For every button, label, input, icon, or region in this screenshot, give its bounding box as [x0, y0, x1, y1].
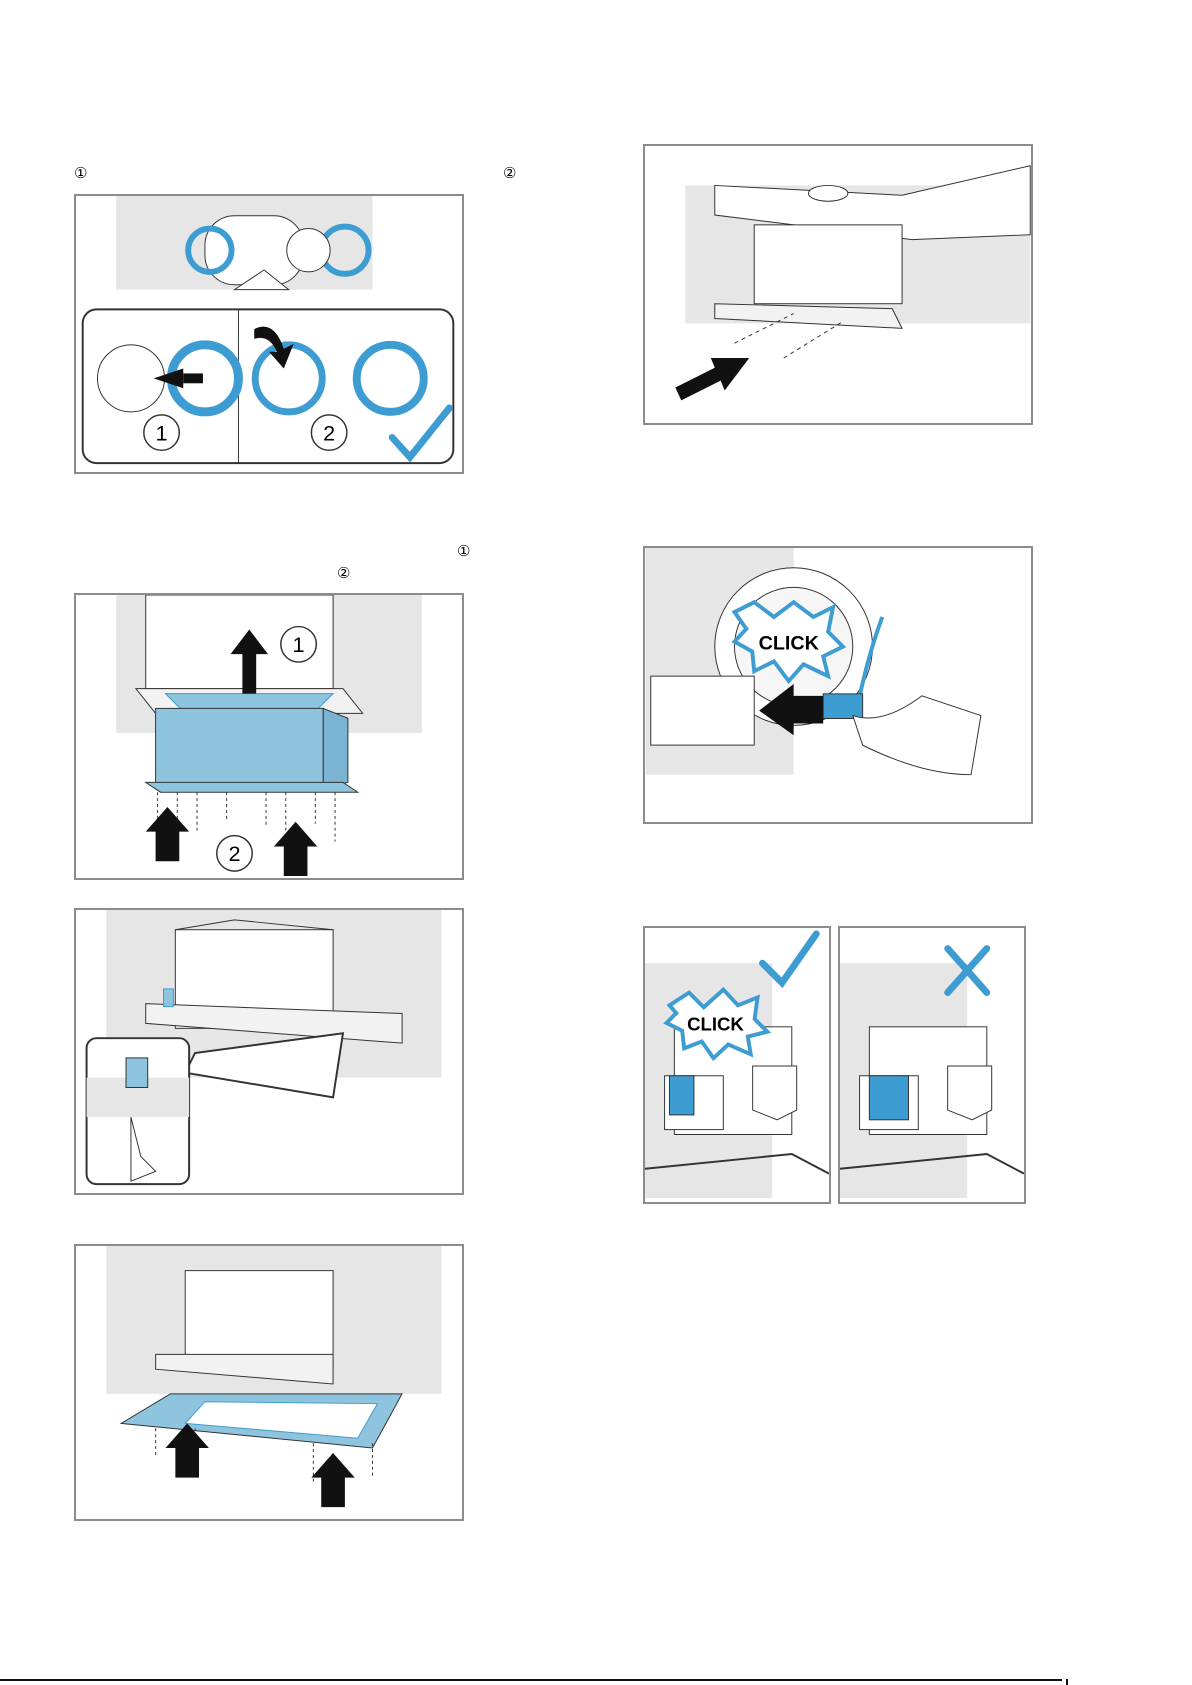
click-label: CLICK: [687, 1014, 744, 1035]
illustration: CLICK: [645, 548, 1031, 822]
step-marker-2: ②: [503, 166, 516, 181]
illustration: [840, 928, 1024, 1202]
illustration: [76, 1246, 462, 1519]
figure-duct-ring-install: 1 2: [74, 194, 464, 474]
figure-screw-front-panel: [643, 144, 1033, 425]
figure-connect-plug: CLICK: [643, 546, 1033, 824]
click-label: CLICK: [759, 633, 820, 655]
badge-2: 2: [228, 841, 240, 866]
step-marker-2: ②: [337, 566, 350, 581]
footer-tick: [1066, 1679, 1068, 1685]
illustration: [76, 910, 462, 1193]
illustration: [645, 146, 1031, 423]
figure-attach-bottom-frame: [74, 1244, 464, 1521]
illustration: 1 2: [76, 196, 462, 472]
step-marker-1: ①: [457, 544, 470, 559]
badge-2: 2: [323, 420, 335, 445]
figure-tighten-side-screw: [74, 908, 464, 1195]
badge-1: 1: [156, 420, 168, 445]
illustration: 1 2: [76, 595, 462, 878]
figure-insert-fan-unit: 1 2: [74, 593, 464, 880]
step-marker-1: ①: [74, 166, 87, 181]
illustration: CLICK: [645, 928, 829, 1202]
figure-plug-correct: CLICK: [643, 926, 831, 1204]
badge-1: 1: [293, 632, 305, 657]
figure-plug-incorrect: [838, 926, 1026, 1204]
footer-rule: [0, 1679, 1062, 1681]
